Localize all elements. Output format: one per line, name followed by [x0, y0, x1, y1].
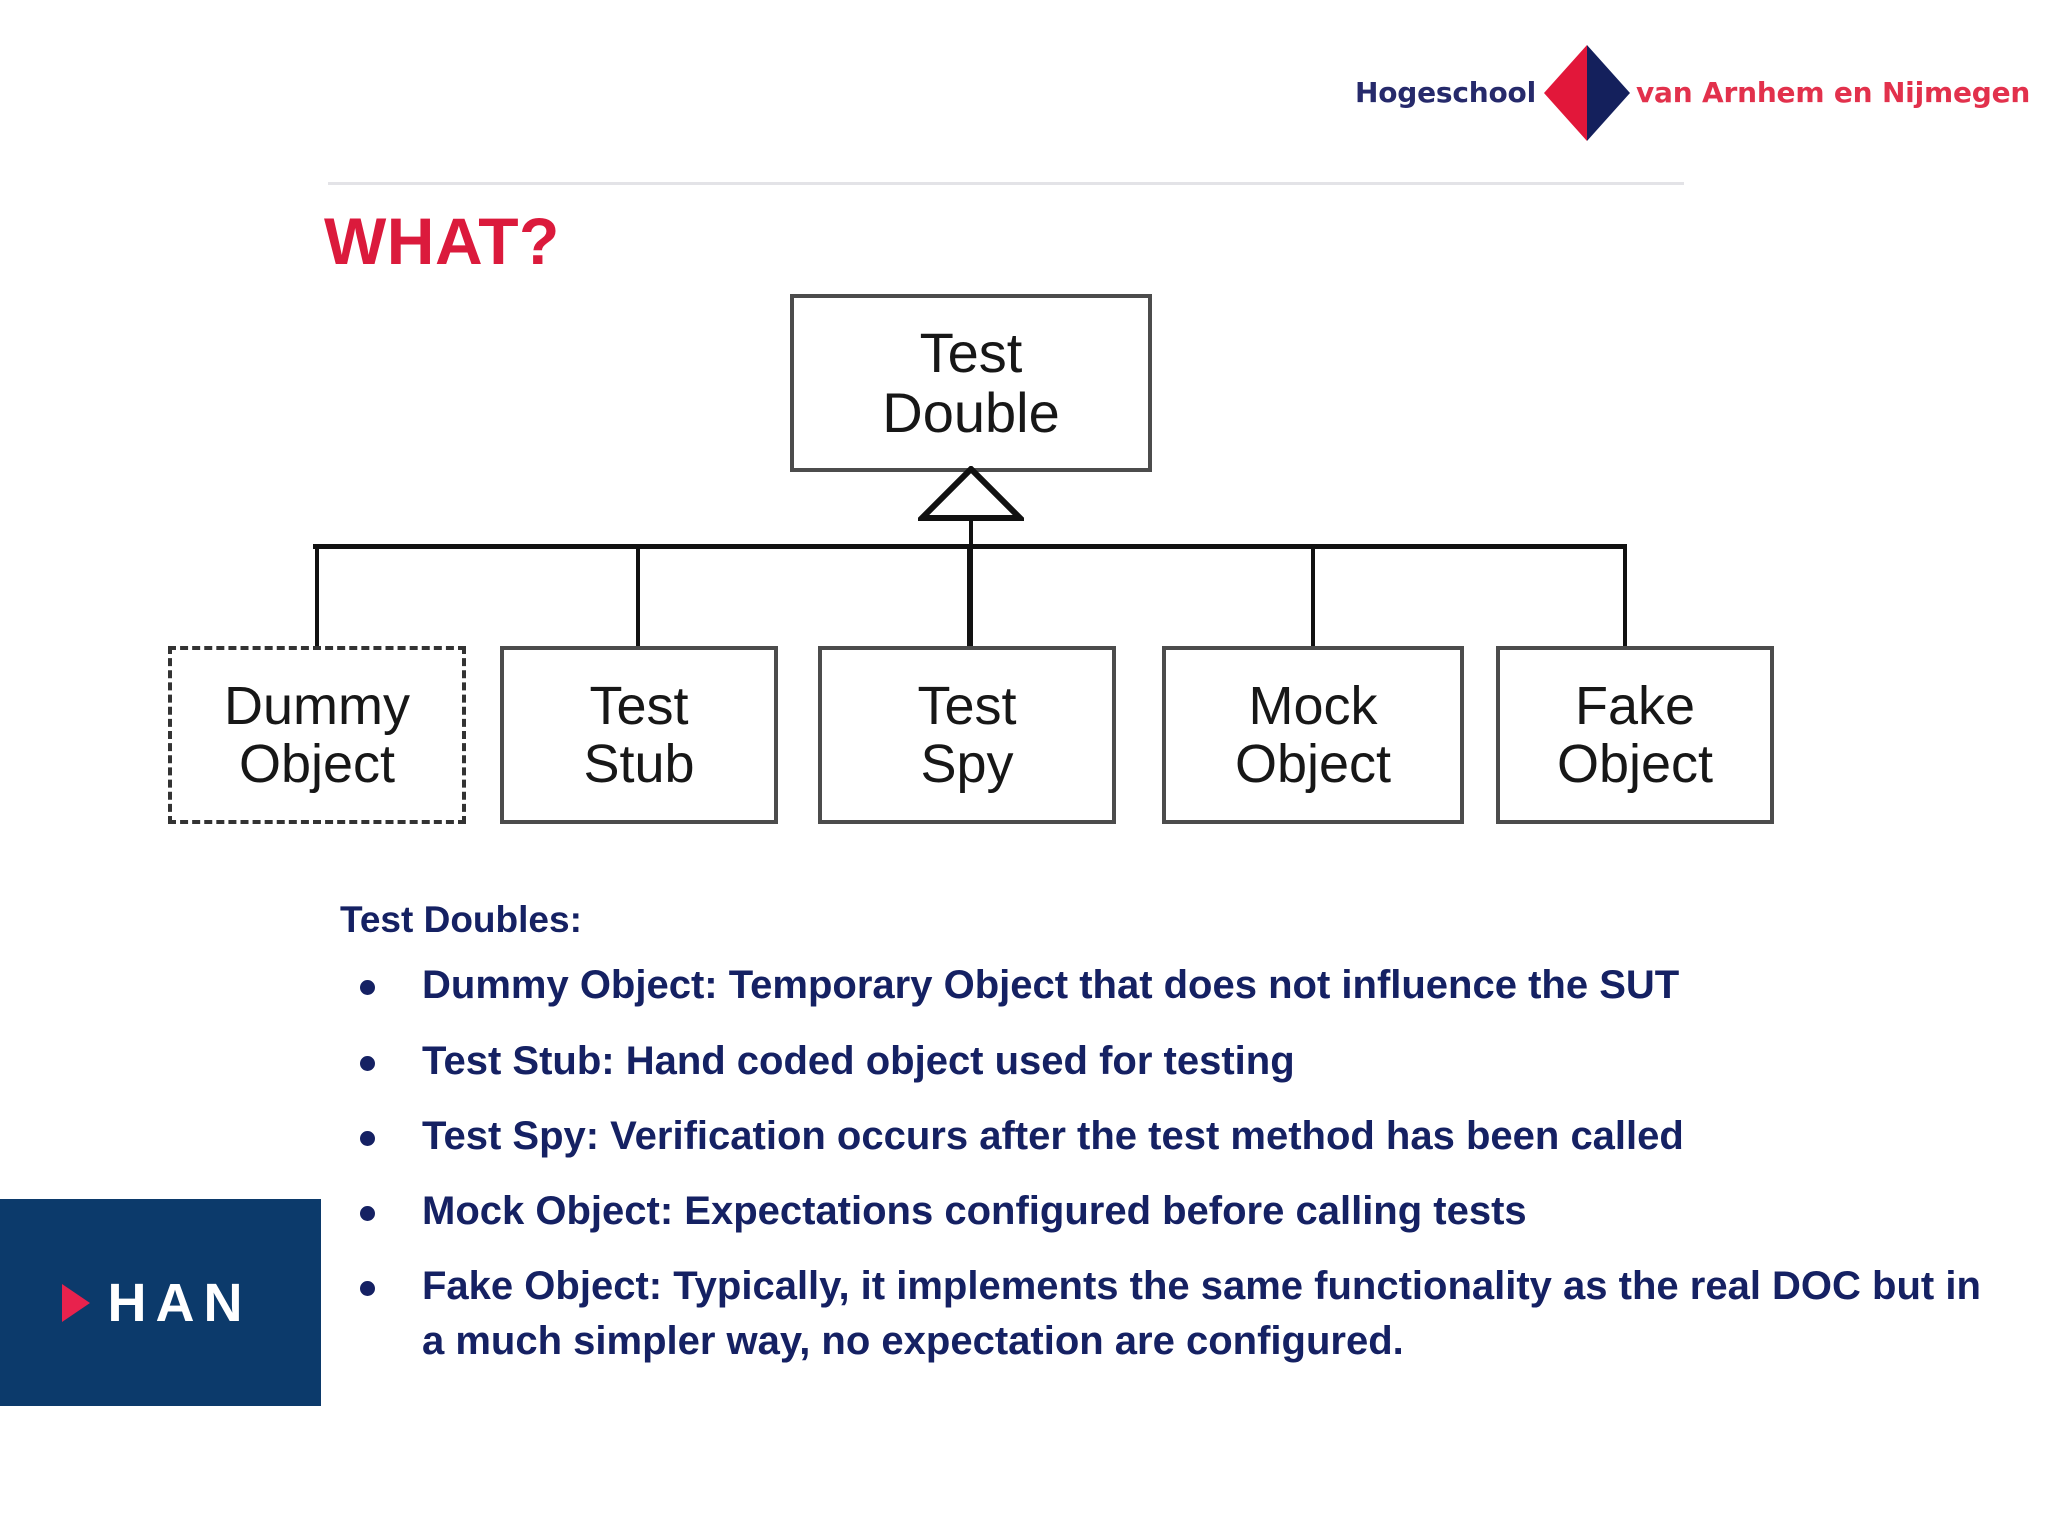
diagram-node-dummy-object: Dummy Object: [168, 646, 466, 824]
logo-word-hogeschool: Hogeschool: [1355, 76, 1536, 109]
test-doubles-bullet-list: Dummy Object: Temporary Object that does…: [340, 958, 2000, 1369]
page-title: WHAT?: [324, 204, 560, 278]
list-item: Mock Object: Expectations configured bef…: [340, 1184, 2000, 1239]
list-item: Test Stub: Hand coded object used for te…: [340, 1034, 2000, 1089]
list-item: Fake Object: Typically, it implements th…: [340, 1259, 2000, 1369]
hogeschool-logo: Hogeschool van Arnhem en Nijmegen: [1355, 45, 2030, 141]
play-triangle-icon: [61, 1283, 90, 1322]
node-label-line1: Test: [917, 675, 1017, 736]
node-label-line2: Spy: [920, 734, 1014, 794]
uml-inheritance-triangle-icon: [918, 466, 1024, 521]
diagram-node-test-stub: Test Stub: [500, 646, 778, 824]
han-logo-text: HAN: [107, 1272, 252, 1333]
list-item: Dummy Object: Temporary Object that does…: [340, 958, 2000, 1013]
connector-drop-mock: [1311, 544, 1315, 648]
han-logo: HAN: [0, 1199, 321, 1406]
slide-body: Test Doubles: Dummy Object: Temporary Ob…: [340, 898, 2000, 1390]
node-label-line1: Test: [589, 675, 689, 736]
logo-diamond-red-half: [1543, 45, 1587, 141]
node-label-line1: Test: [919, 320, 1023, 384]
connector-drop-stub: [636, 544, 640, 648]
diagram-node-test-double: Test Double: [790, 294, 1152, 472]
connector-drop-dummy: [315, 544, 319, 648]
node-label-line2: Object: [1234, 734, 1392, 794]
node-label-line1: Dummy: [224, 675, 410, 736]
node-label-line2: Stub: [583, 734, 695, 794]
node-label-line2: Object: [238, 734, 396, 794]
connector-root-vertical: [969, 520, 973, 648]
logo-diamond-navy-half: [1586, 45, 1630, 141]
han-logo-inner: HAN: [61, 1272, 252, 1333]
node-label-line2: Object: [1556, 734, 1714, 794]
node-label-line2: Double: [882, 381, 1060, 444]
logo-word-van-arnhem-en-nijmegen: van Arnhem en Nijmegen: [1635, 76, 2031, 109]
node-label-line1: Mock: [1248, 675, 1378, 736]
test-double-hierarchy-diagram: Test Double Dummy Object Test Stub Test …: [0, 280, 2048, 824]
node-label-line1: Fake: [1574, 675, 1696, 736]
diagram-node-fake-object: Fake Object: [1496, 646, 1774, 824]
header-divider: [328, 182, 1684, 185]
connector-drop-fake: [1623, 544, 1627, 648]
content-heading: Test Doubles:: [340, 899, 582, 940]
connector-drop-spy: [967, 544, 971, 648]
logo-diamond-icon: [1543, 45, 1630, 141]
diagram-node-test-spy: Test Spy: [818, 646, 1116, 824]
diagram-node-mock-object: Mock Object: [1162, 646, 1464, 824]
list-item: Test Spy: Verification occurs after the …: [340, 1109, 2000, 1164]
